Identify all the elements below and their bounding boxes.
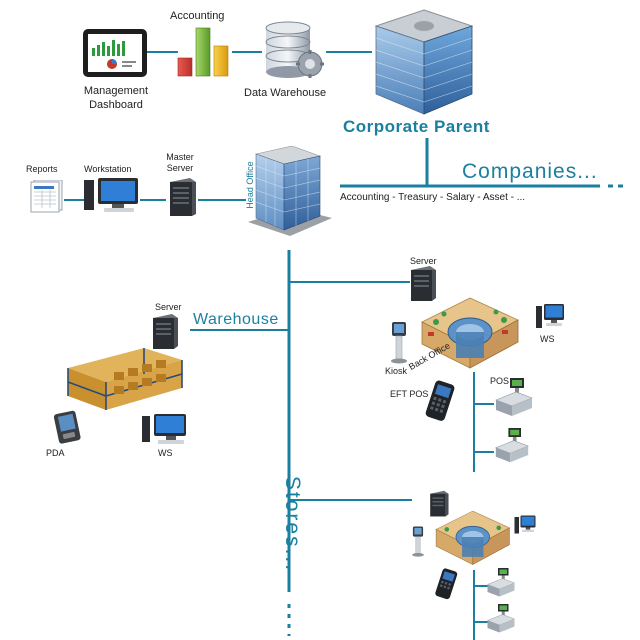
dashboard-label-line1: Management xyxy=(83,85,149,97)
pda-label: PDA xyxy=(46,448,65,458)
store-ws-icon xyxy=(536,304,564,328)
dashboard-label-line2: Dashboard xyxy=(89,99,143,111)
data-warehouse-database-icon xyxy=(265,21,324,78)
dashboard-tablet-icon xyxy=(83,29,147,77)
stores-title: Stores... xyxy=(281,475,304,573)
workstation-icon xyxy=(84,178,138,212)
pos-terminal-2-icon xyxy=(495,428,529,463)
store-ws-label: WS xyxy=(540,334,555,344)
companies-title: Companies... xyxy=(462,160,598,183)
kiosk-icon xyxy=(391,322,407,364)
store-server-icon xyxy=(411,266,436,301)
store-server-label: Server xyxy=(410,256,437,266)
eft-pos-label: EFT POS xyxy=(390,389,429,399)
pos-label: POS xyxy=(490,376,510,386)
corporate-parent-label: Corporate Parent xyxy=(343,117,490,136)
warehouse-ws-icon xyxy=(142,414,186,444)
store2-kiosk-icon xyxy=(412,526,424,557)
accounting-label: Accounting xyxy=(170,10,225,22)
reports-icon xyxy=(30,180,63,213)
accounting-bars-icon xyxy=(177,27,229,77)
warehouse-ws-label: WS xyxy=(158,448,173,458)
warehouse-server-label: Server xyxy=(155,302,182,312)
store2-ws-icon xyxy=(514,515,536,534)
master-server-icon xyxy=(170,178,196,216)
workstation-label: Workstation xyxy=(84,164,132,174)
corporate-building-icon xyxy=(374,9,474,115)
store2-eft-pos-icon xyxy=(435,568,458,600)
store2-pos-terminal-2-icon xyxy=(486,604,516,633)
warehouse-server-icon xyxy=(153,314,178,349)
pos-terminal-icon xyxy=(495,378,533,416)
master-server-label-line2: Server xyxy=(166,163,194,173)
kiosk-label: Kiosk xyxy=(385,366,408,376)
store2-pos-terminal-icon xyxy=(486,568,516,597)
store2-mall-icon xyxy=(435,510,511,566)
head-office-label: Head Office xyxy=(245,161,255,209)
pda-icon xyxy=(54,410,81,444)
head-office-building-icon xyxy=(248,146,332,236)
warehouse-shelving-icon xyxy=(67,348,183,410)
store-mall-icon xyxy=(421,297,519,369)
warehouse-title: Warehouse xyxy=(193,311,279,328)
master-server-label-line1: Master xyxy=(166,152,194,162)
data-warehouse-label: Data Warehouse xyxy=(244,87,327,99)
store2-server-icon xyxy=(430,490,449,517)
reports-label: Reports xyxy=(26,164,58,174)
companies-modules: Accounting - Treasury - Salary - Asset -… xyxy=(340,192,526,203)
eft-pos-icon xyxy=(425,380,455,421)
